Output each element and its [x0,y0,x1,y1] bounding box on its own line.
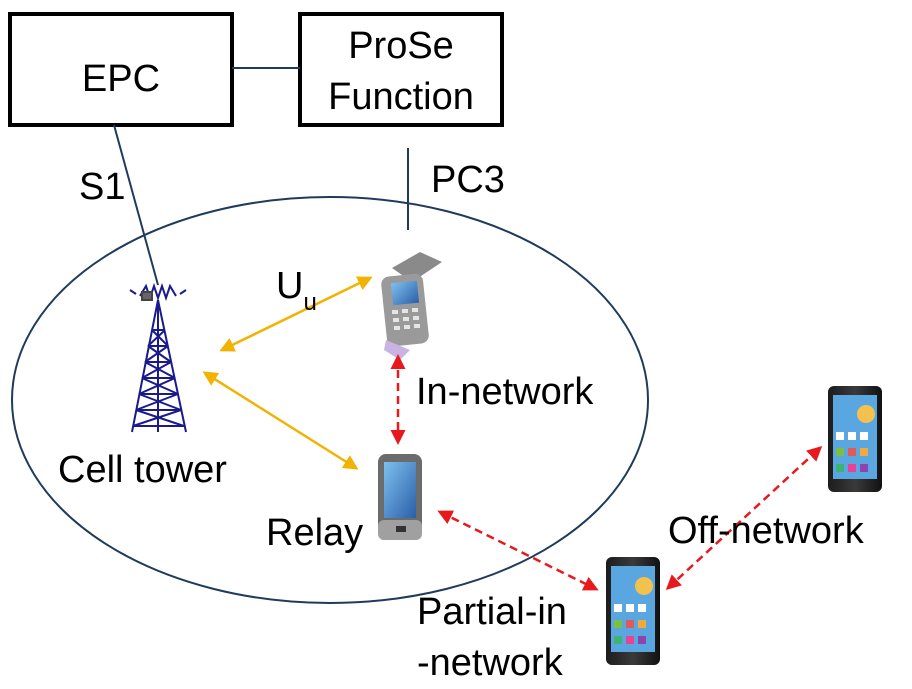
relay-label: Relay [266,512,363,554]
pc3-label: PC3 [431,159,505,201]
off-network-phone-icon [828,386,882,492]
epc-label: EPC [82,58,160,100]
uu-arrow-tower-ue [219,276,373,352]
in-network-label: In-network [416,371,594,413]
relay-partial-sidelink-arrow [437,510,599,591]
cell-tower-label: Cell tower [58,449,227,491]
prose-function-node: ProSe Function [298,12,504,127]
s1-link [113,124,159,286]
network-coverage-ellipse [11,196,649,604]
uu-label: Uu [276,265,317,316]
relay-phone-icon [378,454,422,540]
cell-tower-icon [129,282,187,433]
off-network-label: Off-network [668,510,865,552]
uu-arrow-tower-relay [202,371,359,470]
partial-off-sidelink-arrow [665,445,823,591]
prose-function-label-line2: Function [328,76,474,118]
epc-box [8,12,234,127]
partial-network-phone-icon [606,557,660,665]
partial-network-label-line1: Partial-in [417,591,567,633]
prose-function-box [298,12,504,127]
prose-function-label-line1: ProSe [348,25,454,67]
partial-network-label-line2: -network [417,642,564,684]
s1-label: S1 [79,166,125,208]
in-network-phone-icon [381,252,442,360]
epc-node: EPC [8,12,234,127]
